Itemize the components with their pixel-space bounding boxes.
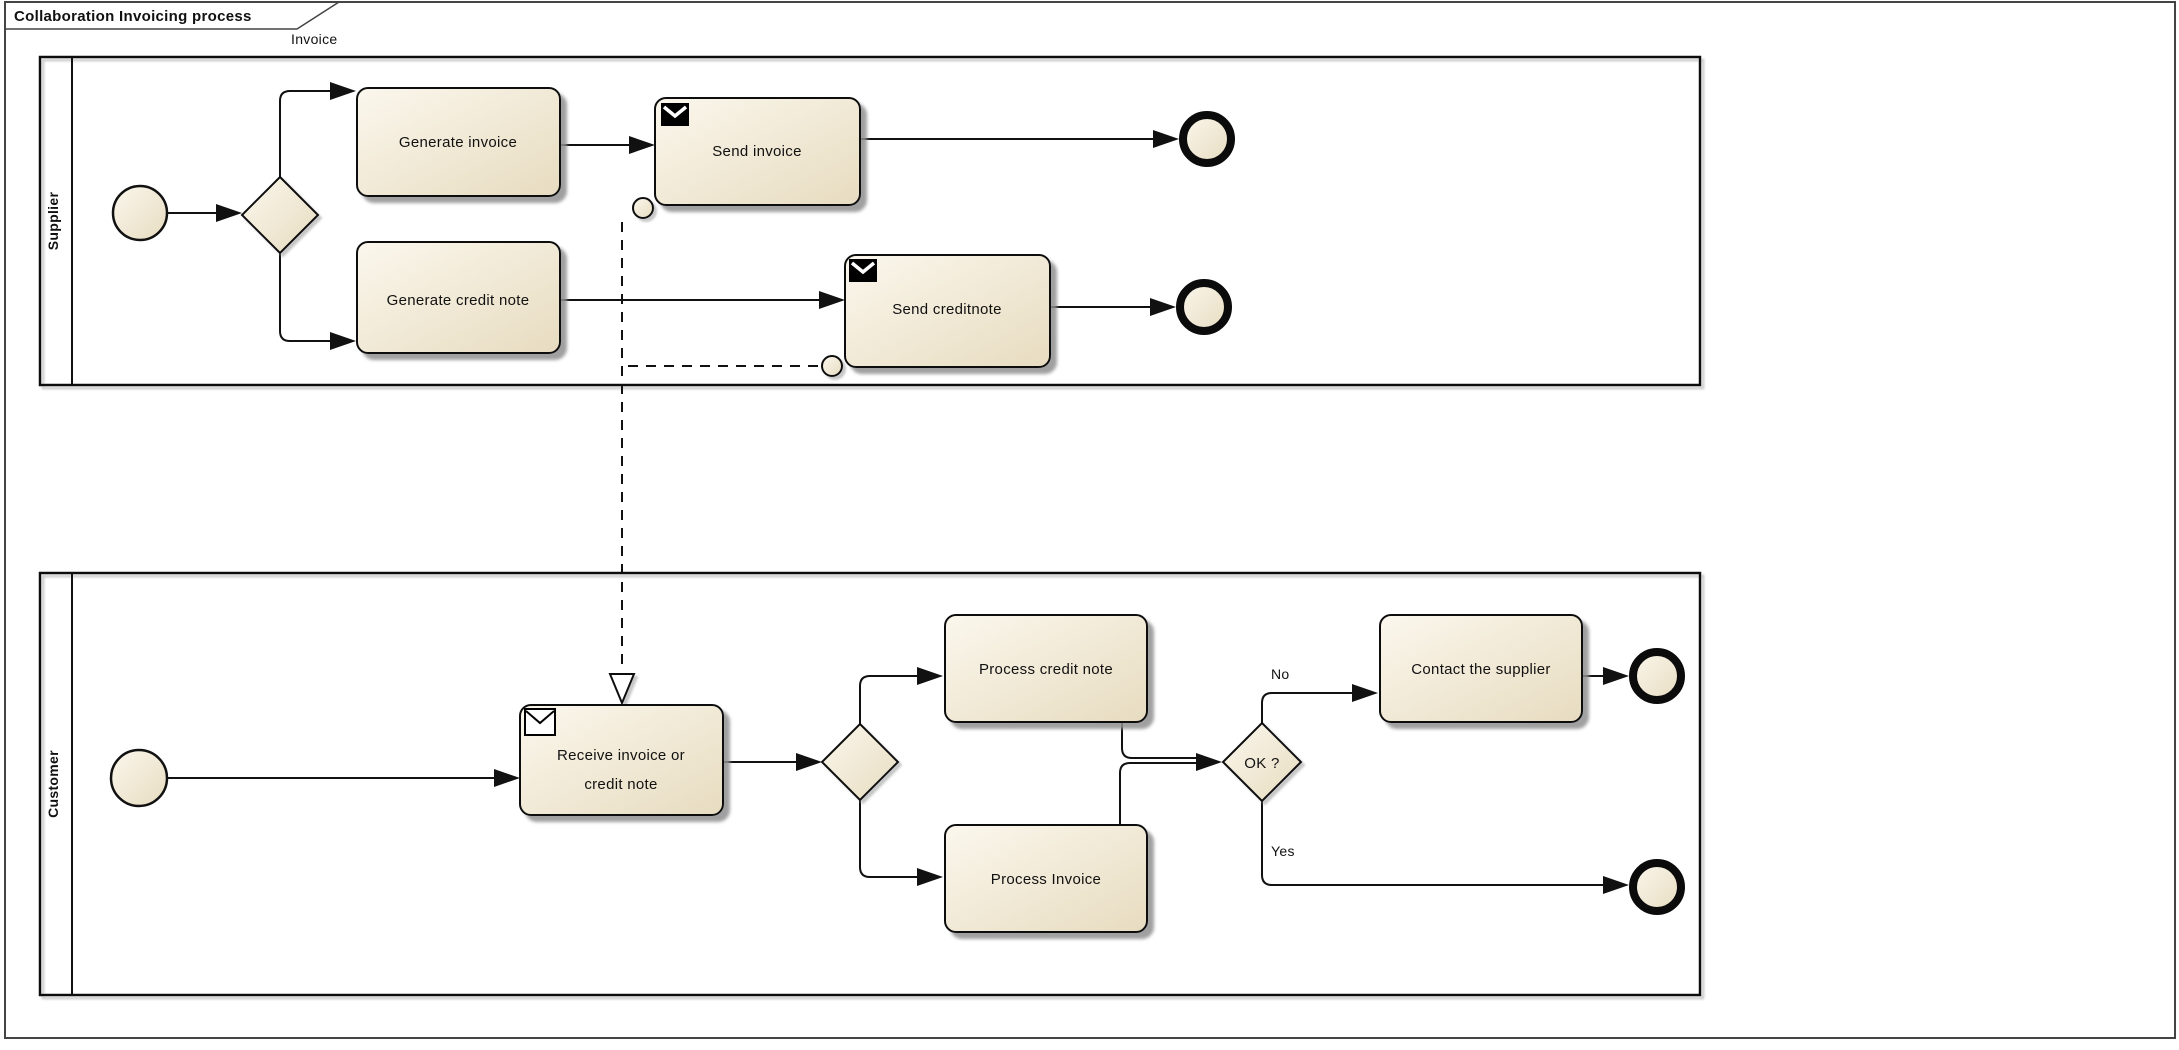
process-label: Invoice xyxy=(291,31,337,47)
arrowhead xyxy=(1150,298,1176,316)
end-event-creditnote[interactable] xyxy=(1176,279,1232,335)
task-label: Process credit note xyxy=(979,661,1113,678)
task-shape[interactable] xyxy=(654,97,861,206)
task-label: Generate credit note xyxy=(387,292,530,309)
task-receive-invoice-or-credit-note[interactable]: Receive invoice or credit note xyxy=(519,704,724,816)
task-shape[interactable] xyxy=(944,614,1148,723)
arrowhead xyxy=(917,667,943,685)
pool-customer-border xyxy=(38,571,1702,997)
sequence-flow xyxy=(279,90,332,177)
sequence-flow xyxy=(859,800,919,878)
gateway-ok[interactable]: OK ? xyxy=(1221,721,1303,803)
message-send-icon xyxy=(661,103,689,126)
arrowhead xyxy=(1603,667,1629,685)
task-shape[interactable] xyxy=(944,824,1148,933)
gateway-shape[interactable] xyxy=(1221,721,1303,803)
page-border xyxy=(4,1,2176,1039)
arrowhead xyxy=(819,291,845,309)
start-event-supplier[interactable] xyxy=(111,184,169,242)
message-flows xyxy=(608,197,843,706)
task-generate-credit-note[interactable]: Generate credit note xyxy=(356,241,561,354)
sequence-flow xyxy=(1261,801,1605,886)
task-generate-invoice[interactable]: Generate invoice xyxy=(356,87,561,197)
task-shape[interactable] xyxy=(356,241,561,354)
sequence-flows-supplier xyxy=(167,90,1155,342)
message-receive-icon xyxy=(524,708,556,736)
sequence-flow xyxy=(279,253,332,342)
task-shape[interactable] xyxy=(1379,614,1583,723)
task-send-invoice[interactable]: Send invoice xyxy=(654,97,861,206)
arrowhead xyxy=(796,753,822,771)
task-label: Process Invoice xyxy=(991,871,1101,888)
end-event-contact-supplier[interactable] xyxy=(1629,648,1685,704)
sequence-flow xyxy=(859,675,919,724)
sequence-flow xyxy=(1261,692,1354,723)
arrowheads-supplier xyxy=(216,82,1179,350)
lane-label-supplier: Supplier xyxy=(45,192,61,251)
gateway-split-supplier[interactable] xyxy=(240,175,320,255)
task-label: Generate invoice xyxy=(399,134,517,151)
task-process-invoice[interactable]: Process Invoice xyxy=(944,824,1148,933)
sequence-flows-customer xyxy=(167,675,1605,886)
arrowhead xyxy=(1352,684,1378,702)
frame-title-tab xyxy=(5,1,340,30)
task-shape[interactable] xyxy=(844,254,1051,368)
arrowhead xyxy=(494,769,520,787)
message-flow-source-marker xyxy=(821,355,843,377)
task-send-creditnote[interactable]: Send creditnote xyxy=(844,254,1051,368)
sequence-flow xyxy=(1119,762,1198,825)
task-contact-the-supplier[interactable]: Contact the supplier xyxy=(1379,614,1583,723)
arrowhead xyxy=(917,868,943,886)
task-process-credit-note[interactable]: Process credit note xyxy=(944,614,1148,723)
end-event-ok[interactable] xyxy=(1629,859,1685,915)
pool-supplier[interactable]: Supplier xyxy=(38,55,1702,387)
flow-label-yes: Yes xyxy=(1271,843,1295,859)
pool-customer[interactable]: Customer xyxy=(38,571,1702,997)
message-flow-arrowhead xyxy=(608,673,636,706)
arrowhead xyxy=(330,82,356,100)
task-label-line2: credit note xyxy=(584,776,657,793)
start-event-customer[interactable] xyxy=(109,748,169,808)
end-event-invoice[interactable] xyxy=(1179,111,1235,167)
arrowhead xyxy=(330,332,356,350)
arrowhead xyxy=(629,136,655,154)
task-label: Send creditnote xyxy=(892,301,1002,318)
diagram-title: Collaboration Invoicing process xyxy=(14,8,252,25)
task-shape[interactable] xyxy=(519,704,724,816)
arrowhead xyxy=(1196,753,1222,771)
message-send-icon xyxy=(849,259,877,282)
task-label: Contact the supplier xyxy=(1411,661,1550,678)
task-label: Send invoice xyxy=(712,143,802,160)
arrowhead xyxy=(216,204,242,222)
lane-label-customer: Customer xyxy=(45,750,61,818)
pool-supplier-border xyxy=(38,55,1702,387)
arrowheads-customer xyxy=(494,667,1629,894)
gateway-split-customer[interactable] xyxy=(820,722,900,802)
task-shape[interactable] xyxy=(356,87,561,197)
task-label-line1: Receive invoice or xyxy=(557,747,685,764)
sequence-flow xyxy=(1121,722,1198,759)
arrowhead xyxy=(1603,876,1629,894)
arrowhead xyxy=(1153,130,1179,148)
message-flow-source-marker xyxy=(632,197,654,219)
flow-label-no: No xyxy=(1271,666,1290,682)
gateway-label: OK ? xyxy=(1244,755,1279,772)
